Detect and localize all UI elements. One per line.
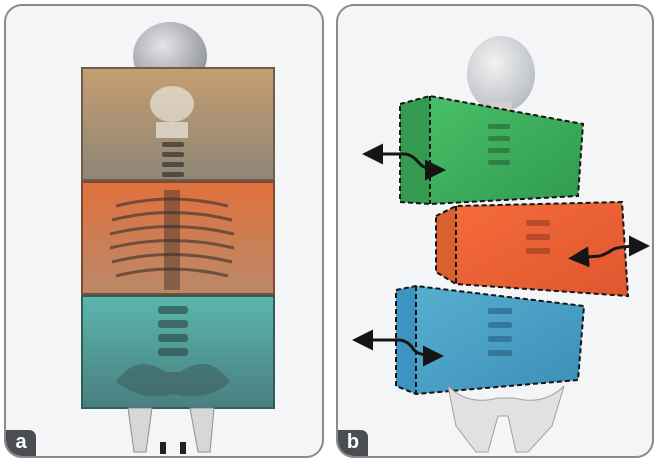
block-thorax [82, 182, 274, 294]
skull [467, 36, 535, 112]
block-upper [400, 96, 583, 204]
legs [128, 408, 214, 452]
feet [160, 442, 186, 454]
block-lower [396, 286, 584, 394]
panel-label: a [6, 430, 36, 456]
arrow-middle-left [574, 256, 600, 258]
block-middle [436, 202, 628, 296]
block-head-neck [82, 68, 274, 180]
aligned-blocks-figure [6, 6, 322, 456]
panel-b: b [336, 4, 654, 458]
legs [448, 386, 564, 452]
panel-a: a [4, 4, 324, 458]
displaced-blocks-figure [338, 6, 652, 456]
panel-label: b [338, 430, 368, 456]
block-abdomen [82, 296, 274, 408]
